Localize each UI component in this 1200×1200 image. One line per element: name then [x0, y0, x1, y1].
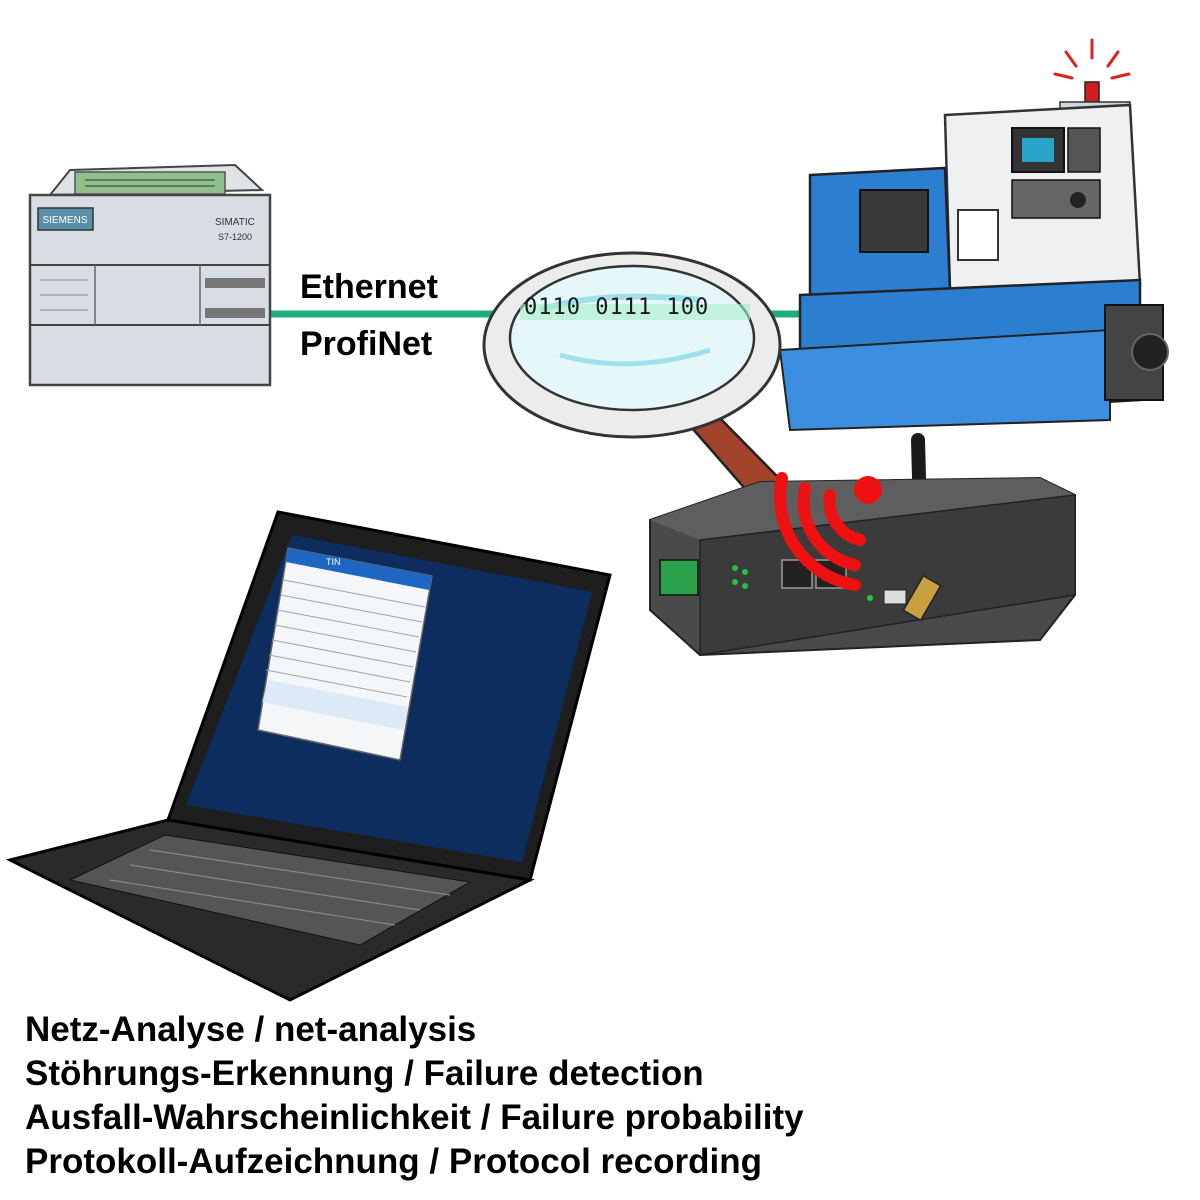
router-icon	[649, 433, 1076, 657]
caption-failure-probability: Ausfall-Wahrscheinlichkeit / Failure pro…	[25, 1098, 804, 1137]
cnc-machine-icon	[778, 38, 1169, 432]
feature-captions: Netz-Analyse / net-analysis Stöhrungs-Er…	[25, 1008, 1175, 1184]
alarm-icon	[1053, 38, 1131, 80]
caption-failure-detection: Stöhrungs-Erkennung / Failure detection	[25, 1054, 704, 1093]
svg-text:SIMATIC: SIMATIC	[215, 217, 255, 228]
caption-net-analysis: Netz-Analyse / net-analysis	[25, 1010, 477, 1049]
profinet-label: ProfiNet	[300, 325, 433, 363]
ethernet-label: Ethernet	[300, 268, 438, 306]
svg-text:SIEMENS: SIEMENS	[42, 215, 87, 226]
app-window-title: TIN	[326, 557, 341, 567]
caption-protocol-recording: Protokoll-Aufzeichnung / Protocol record…	[25, 1142, 762, 1181]
binary-data-label: 0110 0111 100	[524, 295, 710, 320]
svg-text:S7-1200: S7-1200	[218, 232, 252, 242]
laptop-icon	[5, 510, 612, 1002]
plc-icon: SIEMENS SIMATIC S7-1200	[28, 163, 272, 387]
app-window	[257, 547, 433, 761]
wifi-icon	[774, 472, 882, 591]
